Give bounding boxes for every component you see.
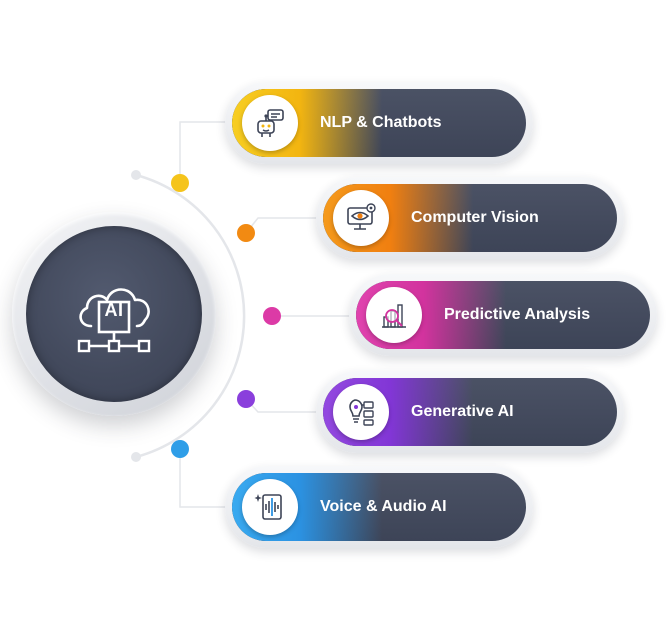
ai-hub-inner: AI [26, 226, 202, 402]
capability-pill-nlp-chatbots[interactable]: NLP & Chatbots [225, 82, 533, 164]
capability-pill-generative-ai[interactable]: Generative AI [316, 371, 624, 453]
vision-monitor-icon [347, 203, 376, 230]
connector-line-5 [179, 449, 232, 508]
idea-bulb-icon [349, 399, 374, 426]
connector-dot-5 [171, 440, 189, 458]
connector-dot-4 [237, 390, 255, 408]
connector-arc [135, 173, 246, 459]
chatbot-icon [257, 109, 284, 137]
analysis-chart-icon [382, 304, 406, 328]
arc-end-dot-top [131, 170, 141, 180]
pill-label: Voice & Audio AI [320, 498, 447, 515]
connector-dot-1 [171, 174, 189, 192]
cloud-network-icon [77, 288, 151, 353]
icon-disc [333, 384, 389, 440]
hub-label: AI [104, 300, 124, 320]
connector-dot-3 [263, 307, 281, 325]
capability-pill-computer-vision[interactable]: Computer Vision [316, 177, 624, 259]
connector-line-2 [245, 217, 325, 234]
pill-label: Predictive Analysis [444, 306, 591, 323]
connector-line-1 [179, 121, 232, 183]
icon-disc [242, 95, 298, 151]
capability-pill-predictive-analysis[interactable]: Predictive Analysis [349, 274, 657, 356]
capability-pill-voice-audio-ai[interactable]: Voice & Audio AI [225, 466, 533, 548]
ai-hub: AI [12, 212, 216, 416]
icon-disc [242, 479, 298, 535]
pill-label: Generative AI [411, 403, 514, 420]
pill-label: NLP & Chatbots [320, 114, 442, 131]
connector-line-4 [245, 398, 325, 413]
connector-dot-2 [237, 224, 255, 242]
arc-end-dot-bottom [131, 452, 141, 462]
audio-wave-icon [254, 494, 282, 520]
icon-disc [366, 287, 422, 343]
pill-label: Computer Vision [411, 209, 539, 226]
icon-disc [333, 190, 389, 246]
